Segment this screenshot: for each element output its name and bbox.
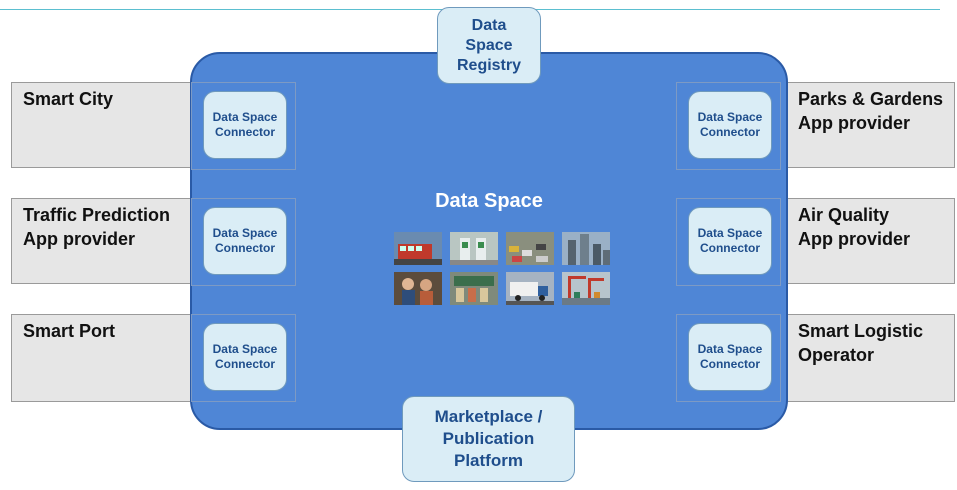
data-space-connector: Data Space Connector (203, 323, 287, 391)
stakeholder-air-quality: Air Quality App provider (775, 198, 955, 284)
port-cranes-photo-icon (562, 272, 610, 305)
stakeholder-parks-gardens: Parks & Gardens App provider (775, 82, 955, 168)
bus-photo-icon (394, 232, 442, 265)
stakeholder-traffic-prediction: Traffic Prediction App provider (11, 198, 191, 284)
marketplace-platform: Marketplace / Publication Platform (402, 396, 575, 482)
photo-grid (394, 232, 614, 308)
stakeholder-label: Smart Port (23, 321, 116, 341)
connector-frame: Data Space Connector (191, 82, 296, 170)
stakeholder-smart-logistic: Smart Logistic Operator (775, 314, 955, 402)
connector-frame: Data Space Connector (191, 314, 296, 402)
data-space-title: Data Space (435, 190, 543, 212)
city-skyline-photo-icon (562, 232, 610, 265)
stakeholder-label: Parks & Gardens App provider (798, 89, 944, 133)
stakeholder-label: Traffic Prediction App provider (23, 205, 171, 249)
data-space-registry: Data Space Registry (437, 7, 541, 84)
stakeholder-label: Smart Logistic Operator (798, 321, 924, 365)
connector-frame: Data Space Connector (676, 82, 781, 170)
data-space-connector: Data Space Connector (203, 91, 287, 159)
data-space-connector: Data Space Connector (688, 91, 772, 159)
stakeholder-label: Smart City (23, 89, 114, 109)
connector-frame: Data Space Connector (191, 198, 296, 286)
data-space-connector: Data Space Connector (688, 323, 772, 391)
stakeholder-smart-city: Smart City (11, 82, 191, 168)
connector-frame: Data Space Connector (676, 198, 781, 286)
data-space-connector: Data Space Connector (688, 207, 772, 275)
truck-photo-icon (506, 272, 554, 305)
stakeholder-smart-port: Smart Port (11, 314, 191, 402)
ev-charging-photo-icon (450, 232, 498, 265)
stakeholder-label: Air Quality App provider (798, 205, 911, 249)
connector-frame: Data Space Connector (676, 314, 781, 402)
people-photo-icon (394, 272, 442, 305)
storefront-photo-icon (450, 272, 498, 305)
data-space-connector: Data Space Connector (203, 207, 287, 275)
traffic-photo-icon (506, 232, 554, 265)
